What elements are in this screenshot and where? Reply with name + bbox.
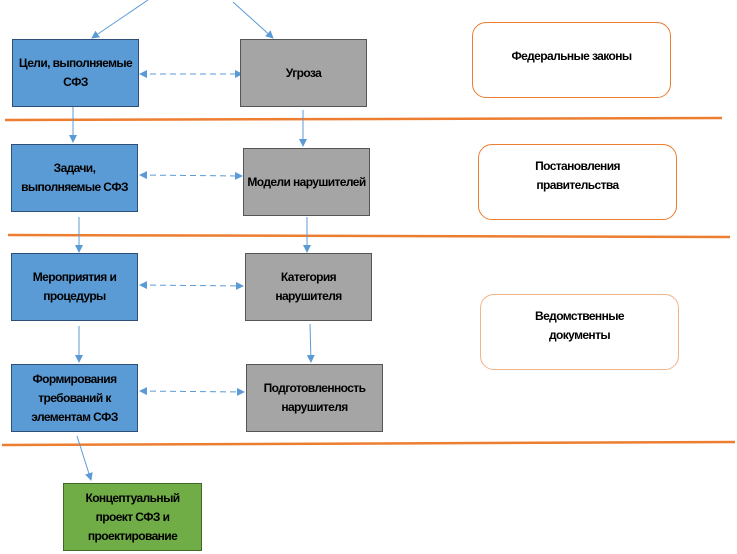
separator-line <box>1 440 736 447</box>
separator-line <box>4 116 723 122</box>
arrow-requirements-to-concept <box>76 435 93 481</box>
intruder-category-box: Категория нарушителя <box>245 253 372 321</box>
threat-label: Угроза <box>285 65 322 80</box>
tasks-box: Задачи, выполняемые СФЗ <box>11 144 138 212</box>
requirements-label: Формирования требований к элементам СФЗ <box>31 371 118 424</box>
threat-box: Угроза <box>240 39 367 107</box>
arrow-into-goals <box>91 0 149 39</box>
requirements-box: Формирования требований к элементам СФЗ <box>11 364 138 432</box>
intruder-preparedness-box: Подготовленность нарушителя <box>246 364 383 432</box>
departmental-documents-box: Ведомственные документы <box>480 294 679 370</box>
link-measures-category <box>139 281 244 290</box>
government-decrees-label: Постановления правительства <box>535 159 620 192</box>
separator-line <box>7 233 731 239</box>
measures-box: Мероприятия и процедуры <box>11 253 138 321</box>
intruder-category-label: Категория нарушителя <box>275 270 342 303</box>
link-tasks-models <box>139 171 243 180</box>
measures-label: Мероприятия и процедуры <box>32 270 117 303</box>
arrow-category-to-preparedness <box>306 323 315 363</box>
link-requirements-preparedness <box>139 387 245 396</box>
goals-box: Цели, выполняемые СФЗ <box>12 39 139 107</box>
arrow-into-threat <box>232 1 274 39</box>
intruder-models-label: Модели нарушителей <box>247 174 366 189</box>
federal-laws-label: Федеральные законы <box>511 49 632 63</box>
federal-laws-box: Федеральные законы <box>472 22 671 98</box>
intruder-models-box: Модели нарушителей <box>243 148 370 216</box>
government-decrees-box: Постановления правительства <box>478 144 677 220</box>
departmental-documents-label: Ведомственные документы <box>535 309 625 342</box>
tasks-label: Задачи, выполняемые СФЗ <box>21 161 128 194</box>
intruder-preparedness-label: Подготовленность нарушителя <box>263 381 366 414</box>
concept-label: Концептуальный проект СФЗ и проектирован… <box>85 490 180 543</box>
concept-box: Концептуальный проект СФЗ и проектирован… <box>63 483 202 551</box>
goals-label: Цели, выполняемые СФЗ <box>18 56 133 89</box>
